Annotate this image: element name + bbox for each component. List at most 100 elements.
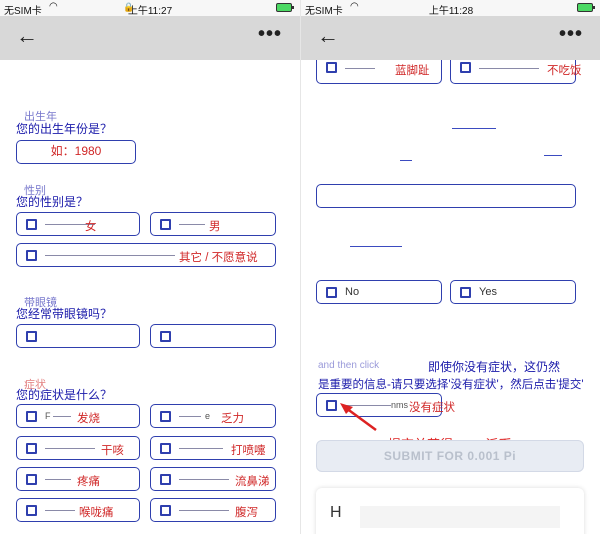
option-label: 不吃饭 xyxy=(547,65,582,77)
back-arrow-icon[interactable]: ← xyxy=(317,23,339,48)
smudge xyxy=(179,479,229,480)
symptom-sneeze[interactable]: 打喷嚏 xyxy=(150,436,276,460)
ghost-text: nms xyxy=(391,400,409,410)
checkbox-icon xyxy=(160,443,171,454)
birth-year-input[interactable]: 如：1980 xyxy=(16,140,136,164)
option-label: 其它 / 不愿意说 xyxy=(179,252,258,264)
free-text-input[interactable] xyxy=(316,184,576,208)
back-arrow-icon[interactable]: ← xyxy=(16,23,38,48)
lock-icon: 🔒 xyxy=(123,2,135,12)
gender-question: 您的性别是？ xyxy=(16,195,89,209)
checkbox-icon xyxy=(26,331,37,342)
symptom-runny-nose[interactable]: 流鼻涕 xyxy=(150,467,276,491)
checkbox-icon xyxy=(26,219,37,230)
symptom-fatigue[interactable]: e 乏力 xyxy=(150,404,276,428)
carrier-label: 无SIM卡 xyxy=(305,6,343,17)
smudge xyxy=(179,224,205,225)
checkbox-icon xyxy=(160,411,171,422)
option-label: No xyxy=(345,286,360,298)
smudge xyxy=(179,448,223,449)
wifi-icon: ◠ xyxy=(350,1,359,12)
checkbox-icon xyxy=(160,474,171,485)
bottom-card: H xyxy=(316,488,584,534)
smudge xyxy=(345,68,375,69)
option-label: 女 xyxy=(85,221,97,233)
glasses-question: 您经常带眼镜吗？ xyxy=(16,307,113,321)
more-icon[interactable]: ••• xyxy=(558,23,583,45)
symptoms-question-ghost: 症状 xyxy=(24,379,46,391)
card-fade xyxy=(360,506,560,528)
symptom-fever[interactable]: F 发烧 xyxy=(16,404,140,428)
checkbox-icon xyxy=(160,505,171,516)
checkbox-icon xyxy=(26,250,37,261)
option-label: 蓝脚趾 xyxy=(395,65,430,77)
symptom-sore-throat[interactable]: 喉咙痛 xyxy=(16,498,140,522)
ghost-text: e xyxy=(205,411,211,421)
checkbox-icon xyxy=(326,62,337,73)
checkbox-icon xyxy=(26,443,37,454)
checkbox-icon xyxy=(160,331,171,342)
option-label: Yes xyxy=(479,286,497,298)
answer-yes[interactable]: Yes xyxy=(450,280,576,304)
option-label: 男 xyxy=(209,221,221,233)
smudge xyxy=(45,255,175,256)
smudge xyxy=(45,224,95,225)
gender-option-female[interactable]: 女 xyxy=(16,212,140,236)
glasses-question-ghost: 带眼镜 xyxy=(24,297,57,309)
smudge xyxy=(53,416,71,417)
birth-year-question-ghost: 出生年 xyxy=(24,111,57,123)
checkbox-icon xyxy=(326,400,337,411)
answer-no[interactable]: No xyxy=(316,280,442,304)
wifi-icon: ◠ xyxy=(49,1,58,12)
more-icon[interactable]: ••• xyxy=(257,23,282,45)
question-fragment xyxy=(400,160,412,161)
checkbox-icon xyxy=(160,219,171,230)
glasses-option-yes[interactable] xyxy=(150,324,276,348)
status-bar: 无SIM卡 ◠ 上午11:28 xyxy=(301,0,600,17)
annotation-arrow-icon xyxy=(340,403,377,432)
symptom-not-eating[interactable]: 不吃饭 xyxy=(450,60,582,84)
glasses-option-no[interactable] xyxy=(16,324,140,348)
question-fragment xyxy=(350,246,402,247)
option-label: 疼痛 xyxy=(77,476,100,488)
symptom-dry-cough[interactable]: 干咳 xyxy=(16,436,140,460)
gender-option-male[interactable]: 男 xyxy=(150,212,276,236)
smudge xyxy=(345,405,391,406)
question-fragment xyxy=(544,155,562,156)
symptoms-question: 您的症状是什么？ xyxy=(16,388,113,402)
gender-question-ghost: 性别 xyxy=(24,185,46,197)
option-label: 流鼻涕 xyxy=(235,476,270,488)
symptom-pain[interactable]: 疼痛 xyxy=(16,467,140,491)
symptom-blue-toes[interactable]: 蓝脚趾 xyxy=(316,60,442,84)
symptom-none[interactable]: nms 没有症状 xyxy=(316,393,455,417)
app-bar: ← ••• xyxy=(301,16,600,60)
smudge xyxy=(45,510,75,511)
option-label: 发烧 xyxy=(77,413,100,425)
smudge xyxy=(179,416,201,417)
smudge xyxy=(479,68,539,69)
clock: 上午11:28 xyxy=(428,6,474,17)
battery-icon xyxy=(577,3,595,12)
checkbox-icon xyxy=(326,287,337,298)
smudge xyxy=(179,510,229,511)
note-ghost: and then click xyxy=(318,360,380,371)
gender-option-other[interactable]: 其它 / 不愿意说 xyxy=(16,243,276,267)
birth-year-question: 您的出生年份是？ xyxy=(16,122,113,136)
symptom-diarrhea[interactable]: 腹泻 xyxy=(150,498,276,522)
note-line-2: 是重要的信息-请只要选择'没有症状'，然后点击'提交' xyxy=(318,379,584,391)
option-label: 喉咙痛 xyxy=(79,507,114,519)
checkbox-icon xyxy=(26,411,37,422)
option-label: 乏力 xyxy=(221,413,244,425)
option-label: 没有症状 xyxy=(409,402,455,414)
clock: 上午11:27 xyxy=(127,6,173,17)
smudge xyxy=(45,479,71,480)
checkbox-icon xyxy=(460,287,471,298)
app-bar: ← ••• xyxy=(0,16,300,60)
ghost-text: F xyxy=(45,411,51,421)
submit-button[interactable]: SUBMIT FOR 0.001 Pi xyxy=(316,440,584,472)
checkbox-icon xyxy=(26,505,37,516)
status-bar: 无SIM卡 ◠ 🔒 上午11:27 xyxy=(0,0,300,17)
option-label: 打喷嚏 xyxy=(231,445,266,457)
question-fragment xyxy=(452,128,496,129)
carrier-label: 无SIM卡 xyxy=(4,6,42,17)
